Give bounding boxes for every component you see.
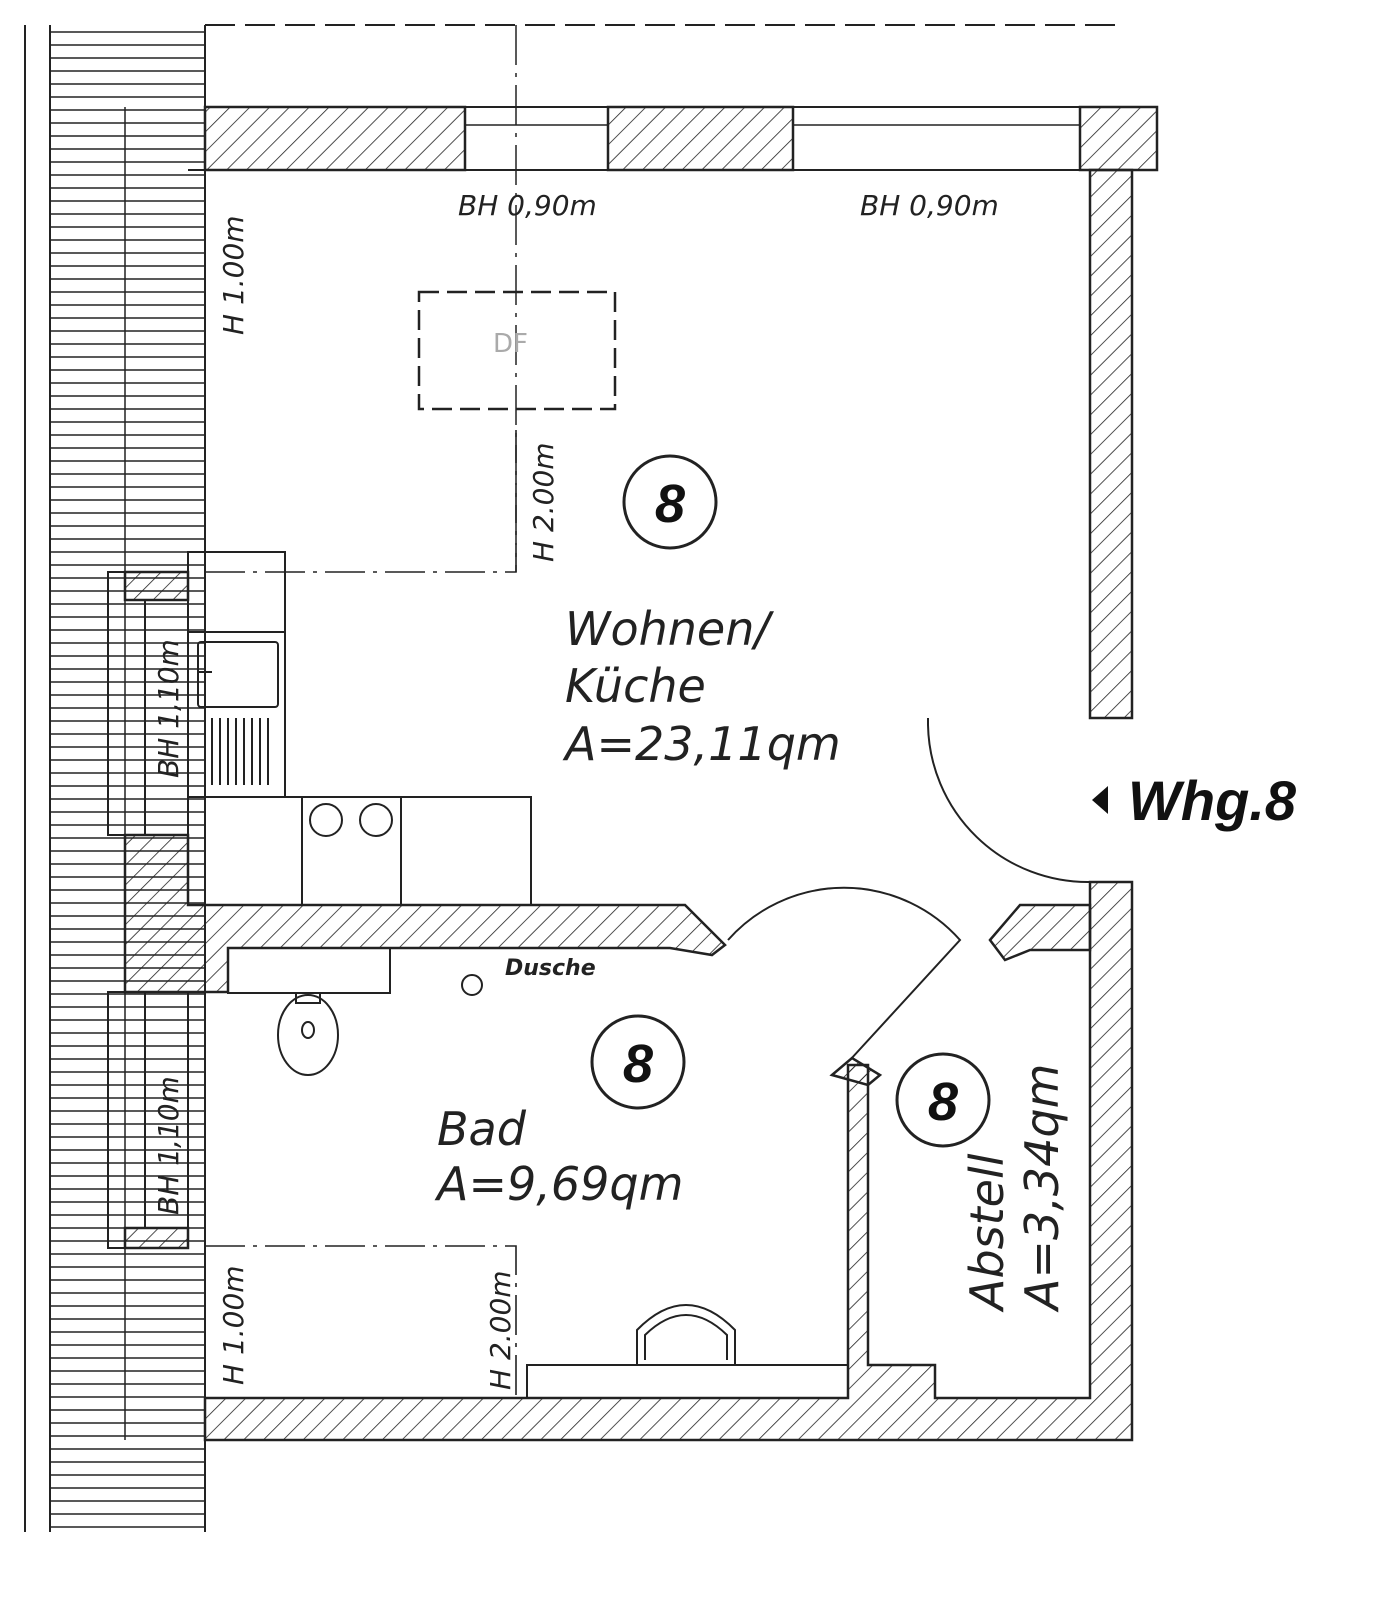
room-number-badge (590, 1014, 686, 1110)
room-name: Bad (437, 1102, 527, 1156)
window-height-2: BH 0,90m (860, 189, 999, 222)
top-wall (203, 105, 1159, 172)
skylight-label: DF (493, 329, 528, 359)
kitchen (187, 551, 532, 906)
unit-label: Whg.8 (1128, 769, 1297, 832)
room-number-badge (622, 454, 718, 550)
room-wohnen-kueche: 8 Wohnen/ Küche A=23,11qm (562, 454, 841, 771)
room-abstell: 8 Abstell A=3,34qm (895, 1052, 1069, 1313)
room-number: 8 (623, 1034, 653, 1094)
washbasin-icon (636, 1304, 736, 1365)
roof-strip (24, 25, 206, 1532)
height-label-top-mid: H 2.00m (527, 442, 560, 562)
window-height-left-1: BH 1,10m (152, 639, 185, 778)
room-name: Wohnen/ (565, 602, 774, 656)
sink-icon (197, 641, 279, 708)
shower-tray (227, 947, 391, 994)
room-area: A=23,11qm (562, 717, 841, 771)
height-label-bottom-mid: H 2.00m (484, 1270, 517, 1390)
room-name-2: Küche (565, 659, 706, 713)
counter (526, 1364, 849, 1399)
bath-door (727, 886, 962, 1061)
skylight (417, 290, 617, 411)
shower-drain-icon (461, 974, 483, 996)
drainboard-icon (211, 718, 269, 785)
room-bad: 8 Bad A=9,69qm (434, 1014, 686, 1211)
room-number: 8 (655, 474, 685, 534)
window-height-left-2: BH 1,10m (152, 1076, 185, 1215)
height-label-top-left: H 1.00m (217, 215, 250, 335)
entrance-door (927, 718, 1091, 884)
room-number: 8 (928, 1072, 958, 1132)
height-label-bottom-left: H 1.00m (217, 1265, 250, 1385)
shower-label: Dusche (505, 956, 596, 981)
toilet-icon (277, 994, 339, 1076)
room-number-badge (895, 1052, 991, 1148)
unit-entrance-label: Whg.8 (1092, 769, 1297, 832)
bathroom-fixtures (227, 947, 849, 1399)
slope-lines (205, 430, 517, 1395)
window-height-1: BH 0,90m (458, 189, 597, 222)
room-name: Abstell (960, 1153, 1014, 1313)
room-area: A=9,69qm (434, 1157, 683, 1211)
entrance-arrow-icon (1092, 786, 1108, 814)
doors (727, 718, 1091, 1061)
left-wall (107, 169, 1090, 1249)
room-area: A=3,34qm (1015, 1064, 1069, 1313)
stove-burner-icon (359, 803, 393, 837)
stove-burner-icon (309, 803, 343, 837)
